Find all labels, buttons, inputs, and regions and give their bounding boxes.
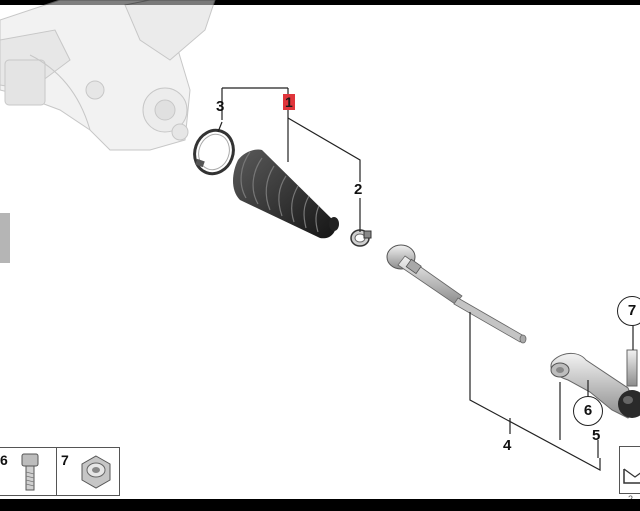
small-clamp <box>350 229 372 247</box>
hose-clamp <box>193 128 235 176</box>
tray-icon <box>623 468 640 484</box>
outer-tie-rod-end <box>550 349 640 419</box>
callout-1: 1 <box>283 94 295 110</box>
thumbnail-number: 7 <box>61 452 69 468</box>
top-bar <box>0 0 640 5</box>
thumbnail-number: 6 <box>0 452 8 468</box>
parts-thumbnail-strip: 6 7 <box>0 447 120 496</box>
bellows-boot <box>233 149 339 239</box>
callout-4: 4 <box>503 437 512 454</box>
bottom-bar <box>0 499 640 511</box>
side-tab <box>0 213 10 263</box>
callout-2: 2 <box>354 181 363 198</box>
thumbnail-nut[interactable]: 7 <box>57 448 119 495</box>
steering-rack-housing <box>0 0 216 151</box>
symbol-box <box>619 446 640 494</box>
callout-5: 5 <box>592 427 601 444</box>
callout-7: 7 <box>617 296 640 326</box>
nut-icon <box>81 455 111 489</box>
callout-3: 3 <box>216 98 225 115</box>
thumbnail-bolt[interactable]: 6 <box>0 448 57 495</box>
callout-6: 6 <box>573 396 603 426</box>
bolt-icon <box>21 453 39 491</box>
inner-tie-rod <box>386 244 527 344</box>
